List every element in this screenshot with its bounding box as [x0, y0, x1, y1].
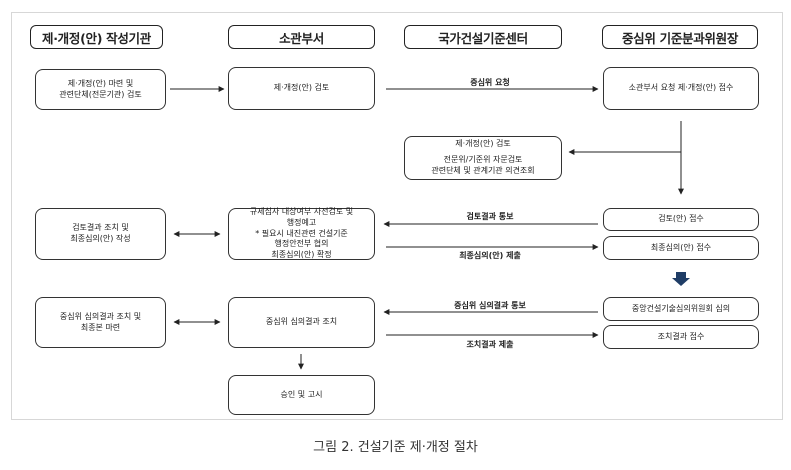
- box-approval-notice: 승인 및 고시: [228, 375, 375, 415]
- text-line: 최종본 마련: [80, 322, 121, 332]
- label-review-notice: 검토결과 통보: [466, 212, 514, 221]
- text-line: 전문위/기준위 자문검토: [443, 155, 523, 164]
- box-final-receipt: 최종심의(안) 접수: [603, 236, 759, 260]
- figure-caption: 그림 2. 건설기준 제·개정 절차: [313, 440, 478, 455]
- text-line: 행정안전부 협의: [274, 239, 329, 249]
- text-line: 제·개정(안) 검토: [455, 139, 511, 149]
- text-line: 행정예고: [286, 217, 317, 227]
- block-arrow-down: [672, 272, 690, 286]
- box-request-receipt: 소관부서 요청 제·개정(안) 접수: [603, 67, 759, 110]
- text-line: 관련단체(전문기관) 검토: [59, 89, 142, 99]
- label-final-submit: 최종심의(안) 제출: [459, 251, 521, 260]
- text-line: 제·개정(안) 마련 및: [67, 78, 134, 88]
- text-line: * 필요시 내진관련 건설기준: [255, 228, 348, 238]
- text-line: 최종심의(안) 작성: [70, 234, 131, 243]
- text-line: 최종심의(안) 확정: [271, 250, 332, 260]
- header-committee-chair: 중심위 기준분과위원장: [602, 25, 758, 49]
- label-result-notice: 중심위 심의결과 통보: [454, 301, 526, 310]
- box-review-receipt: 검토(안) 접수: [603, 208, 759, 231]
- arrow-chair-to-center: [568, 121, 682, 155]
- label-action-submit: 조치결과 제출: [466, 340, 514, 349]
- box-action-receipt: 조치결과 접수: [603, 325, 759, 349]
- header-national-center: 국가건설기준센터: [404, 25, 562, 49]
- text-line: 검토결과 조치 및: [72, 223, 129, 233]
- text-line: 관련단체 및 관계기관 의견조회: [431, 165, 535, 175]
- box-committee-deliberation: 중앙건설기술심의위원회 심의: [603, 297, 759, 321]
- box-result-action: 중심위 심의결과 조치: [228, 297, 375, 348]
- text-line: 중심위 심의결과 조치 및: [59, 311, 142, 321]
- box-department-review: 제·개정(안) 검토: [228, 67, 375, 110]
- label-committee-request: 중심위 요청: [470, 78, 510, 87]
- header-drafting-agency: 제·개정(안) 작성기관: [30, 25, 163, 49]
- header-department: 소관부서: [228, 25, 375, 49]
- text-line: 규제심사 대상여부 사전검토 및: [249, 207, 354, 217]
